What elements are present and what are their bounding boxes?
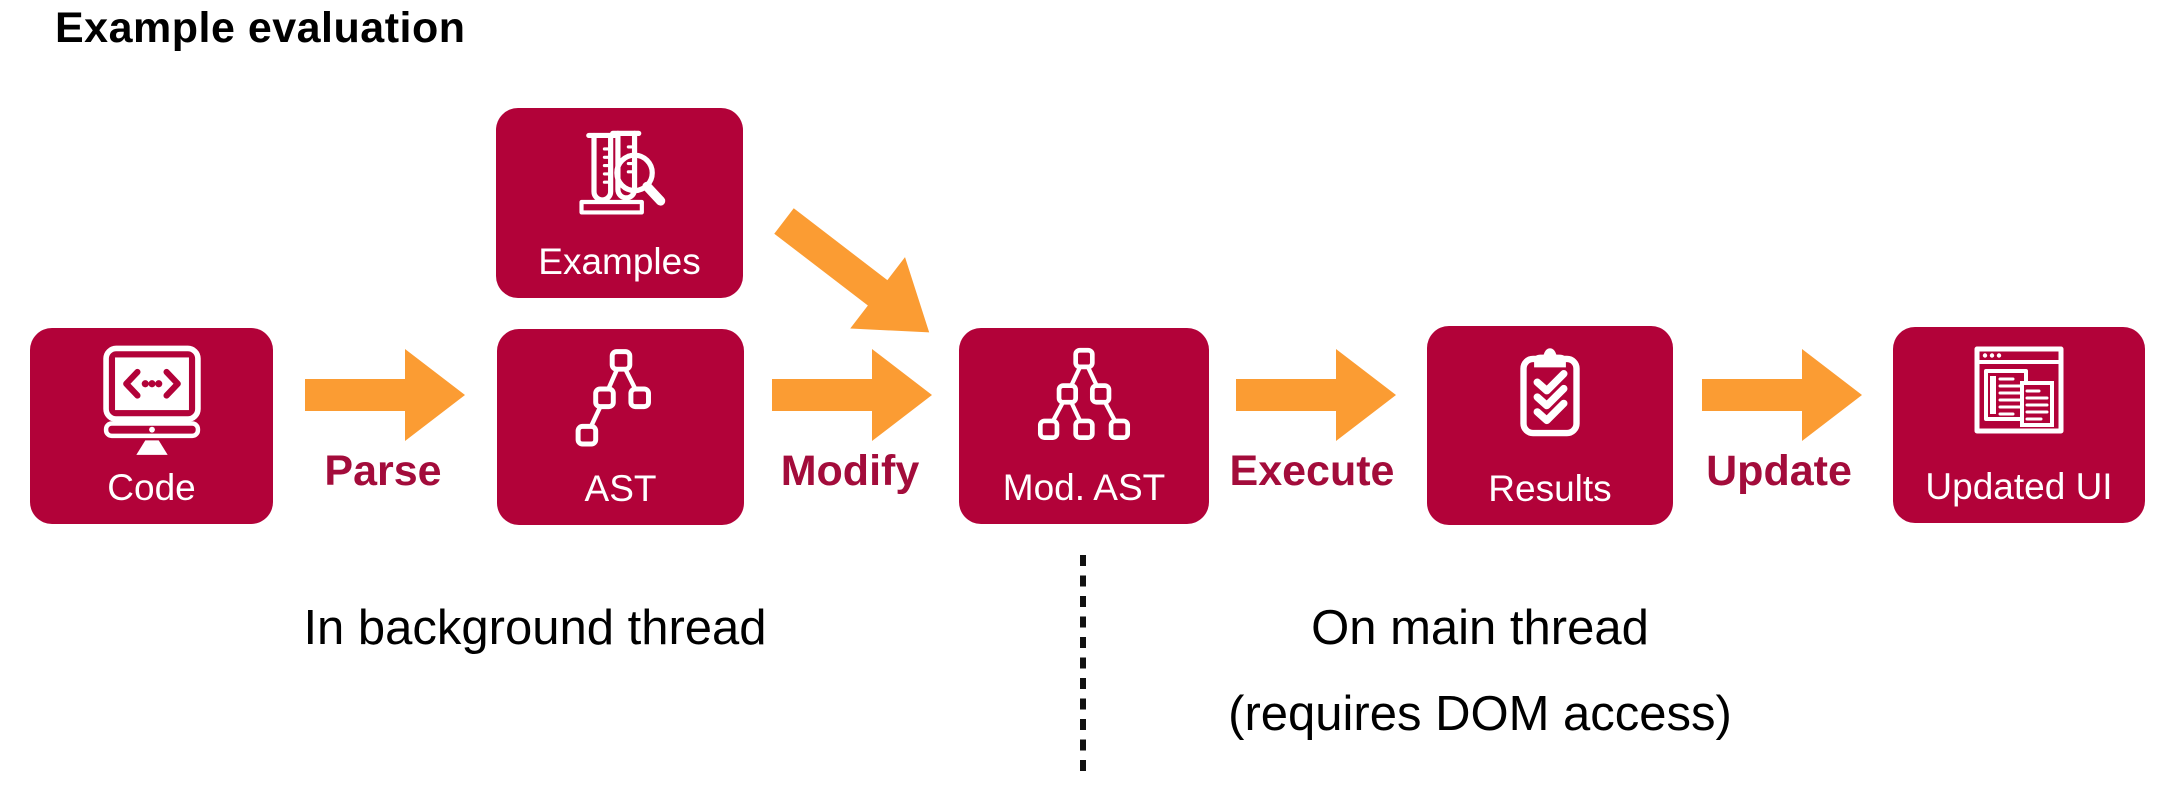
node-label: Results xyxy=(1488,468,1612,509)
node-results: Results xyxy=(1427,326,1673,525)
node-code: Code xyxy=(30,328,273,524)
parse-label: Parse xyxy=(324,447,442,495)
examples-to-mod-ast-arrow-icon xyxy=(774,208,930,333)
node-mod-ast: Mod. AST xyxy=(959,328,1209,524)
node-label: Mod. AST xyxy=(1002,467,1166,508)
node-examples: Examples xyxy=(496,108,743,298)
results-clipboard-icon xyxy=(1427,342,1673,450)
node-ast: AST xyxy=(497,329,744,525)
ast-tree-icon xyxy=(497,345,744,455)
modify-arrow-icon xyxy=(772,349,932,441)
code-monitor-icon xyxy=(30,344,273,456)
update-label: Update xyxy=(1706,447,1852,495)
node-label: Code xyxy=(107,467,196,508)
examples-flasks-magnifier-icon xyxy=(496,124,743,228)
main-thread-caption: On main thread (requires DOM access) xyxy=(1228,585,1732,757)
background-thread-caption: In background thread xyxy=(303,601,767,655)
mod-ast-tree-icon xyxy=(959,344,1209,448)
thread-divider-dotted-line xyxy=(1080,555,1086,779)
update-arrow-icon xyxy=(1702,349,1862,441)
execute-label: Execute xyxy=(1229,447,1395,495)
modify-label: Modify xyxy=(780,447,920,495)
node-label: Updated UI xyxy=(1925,466,2113,507)
node-label: AST xyxy=(584,468,657,509)
main-thread-caption-line2: (requires DOM access) xyxy=(1228,687,1732,741)
main-thread-caption-line1: On main thread xyxy=(1311,601,1649,655)
diagram-title: Example evaluation xyxy=(55,4,466,52)
parse-arrow-icon xyxy=(305,349,465,441)
updated-ui-window-icon xyxy=(1893,343,2145,443)
node-label: Examples xyxy=(538,241,701,282)
node-updated-ui: Updated UI xyxy=(1893,327,2145,523)
execute-arrow-icon xyxy=(1236,349,1396,441)
